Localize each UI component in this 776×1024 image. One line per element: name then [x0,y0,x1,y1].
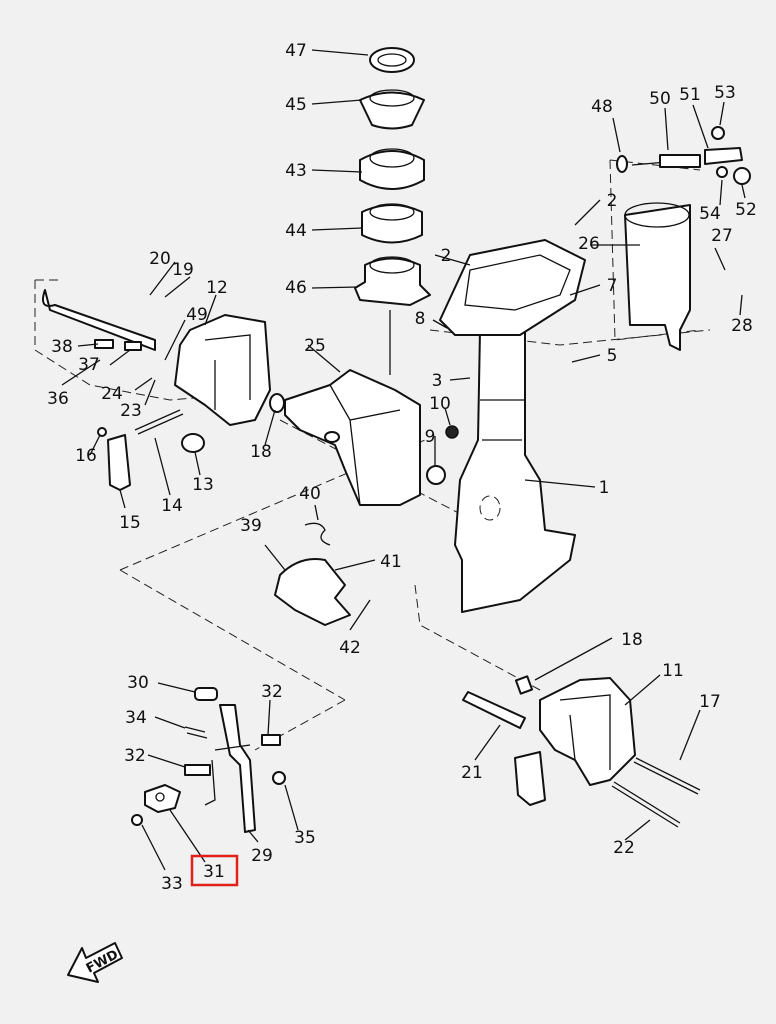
label-12: 12 [206,278,228,298]
label-51: 51 [679,85,701,105]
label-11: 11 [662,661,684,681]
label-47: 47 [285,41,307,61]
label-44: 44 [285,221,307,241]
label-30: 30 [127,673,149,693]
label-35: 35 [294,828,316,848]
part-33-screw [131,814,143,826]
label-20: 20 [149,249,171,269]
part-22-bolt [611,781,681,828]
label-13: 13 [192,475,214,495]
part-17-bolt [633,757,701,795]
label-10: 10 [429,394,451,414]
label-53: 53 [714,83,736,103]
label-41: 41 [380,552,402,572]
part-31-block [144,784,181,813]
part-34-spring [184,726,208,739]
part-32-bolt [184,734,281,776]
label-54: 54 [699,204,721,224]
part-30-pin [194,687,218,701]
label-3: 3 [432,371,443,391]
part-26-cover [624,202,691,351]
fwd-arrow-icon: FWD [67,942,123,983]
label-25: 25 [304,336,326,356]
label-16: 16 [75,446,97,466]
highlight-box [190,854,239,887]
part-1-drive-housing [454,329,576,613]
label-18a: 18 [250,442,272,462]
label-37: 37 [78,355,100,375]
label-5: 5 [607,346,618,366]
label-40: 40 [299,484,321,504]
label-52: 52 [735,200,757,220]
label-8: 8 [415,309,426,329]
label-39: 39 [240,516,262,536]
label-32b: 32 [124,746,146,766]
part-43-bushing [359,148,425,190]
part-35-ring [272,771,286,785]
part-25-swivel-bracket [284,369,421,506]
label-46: 46 [285,278,307,298]
label-43: 43 [285,161,307,181]
label-26: 26 [578,234,600,254]
label-23: 23 [120,401,142,421]
part-upper-casing [439,239,586,336]
label-24: 24 [101,384,123,404]
part-15-lever [97,427,131,491]
label-22: 22 [613,838,635,858]
part-labels: 47 45 43 44 46 48 50 51 53 54 52 2 26 27… [47,41,757,894]
part-40-spring [304,522,331,546]
part-10-grommet [445,425,459,439]
label-32a: 32 [261,682,283,702]
label-17: 17 [699,692,721,712]
part-9-bushing [426,465,446,485]
label-36: 36 [47,389,69,409]
label-49: 49 [186,305,208,325]
part-50-rod [616,126,751,185]
label-27: 27 [711,226,733,246]
part-18-washer [269,393,285,413]
label-34: 34 [125,708,147,728]
part-47-ring [369,47,415,73]
label-29: 29 [251,846,273,866]
part-11-clamp-bracket [514,677,636,806]
label-15: 15 [119,513,141,533]
part-18b-washer [514,675,534,695]
label-45: 45 [285,95,307,115]
part-14-bolt [134,409,184,435]
label-7: 7 [607,276,618,296]
label-31: 31 [203,862,225,882]
part-12-bracket [174,314,271,426]
label-2b: 2 [441,246,452,266]
label-33: 33 [161,874,183,894]
label-18b: 18 [621,630,643,650]
label-9: 9 [425,427,436,447]
label-42: 42 [339,638,361,658]
part-21-tube [462,691,526,729]
part-46-collar [354,256,431,306]
part-29-lever-rod [204,704,256,833]
part-44-bushing [361,203,423,244]
label-21: 21 [461,763,483,783]
label-38: 38 [51,337,73,357]
label-28: 28 [731,316,753,336]
label-2a: 2 [607,191,618,211]
label-19: 19 [172,260,194,280]
label-14: 14 [161,496,183,516]
part-45-seal [359,89,425,130]
leader-lines [61,49,746,871]
label-48: 48 [591,97,613,117]
label-1: 1 [599,478,610,498]
part-39-clip [274,558,351,626]
part-13-bushing [181,433,205,453]
label-50: 50 [649,89,671,109]
